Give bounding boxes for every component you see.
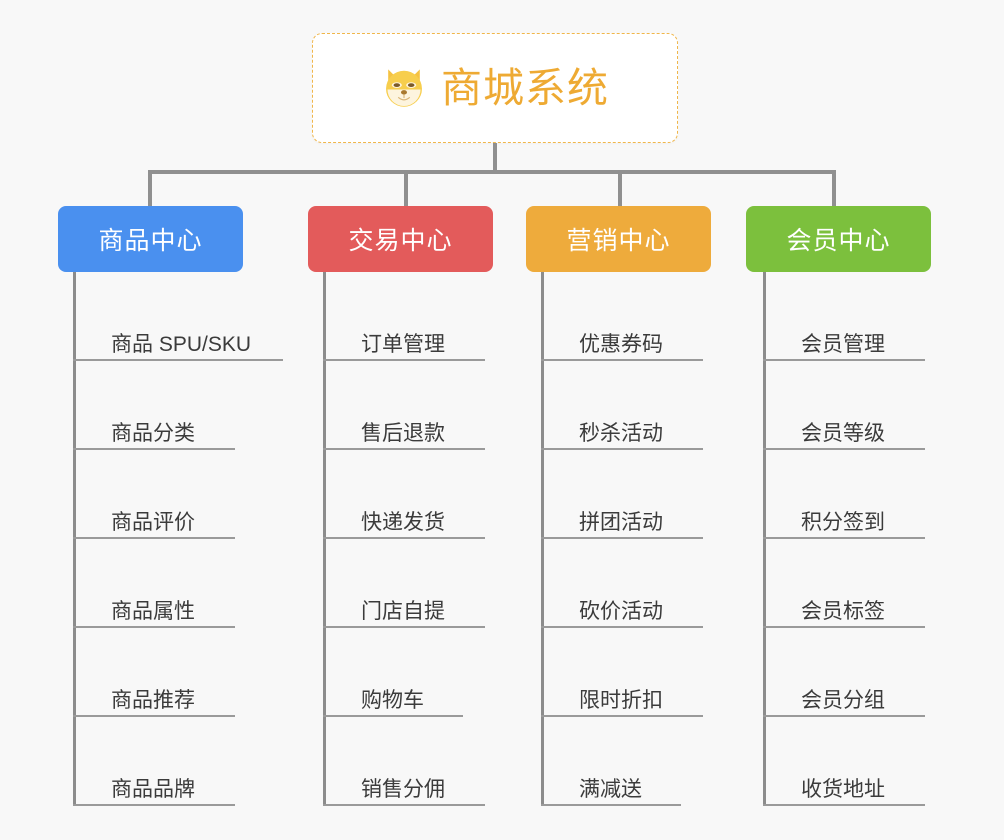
leaf-label: 限时折扣: [579, 688, 663, 712]
connector-root-stem: [493, 143, 497, 172]
leaf-item[interactable]: 售后退款: [323, 361, 485, 450]
category-box-3[interactable]: 营销中心: [526, 206, 711, 272]
leaf-underline: [541, 448, 703, 450]
leaf-label: 商品品牌: [111, 777, 195, 801]
category-box-4[interactable]: 会员中心: [746, 206, 931, 272]
leaf-underline: [541, 626, 703, 628]
leaf-underline: [763, 715, 925, 717]
branch-column-1: 商品 SPU/SKU 商品分类商品评价商品属性商品推荐商品品牌: [73, 272, 283, 806]
leaf-item[interactable]: 门店自提: [323, 539, 485, 628]
leaf-label: 商品属性: [111, 599, 195, 623]
leaf-item[interactable]: 快递发货: [323, 450, 485, 539]
leaf-item[interactable]: 限时折扣: [541, 628, 703, 717]
branch-rail: [323, 272, 326, 806]
leaf-label: 商品推荐: [111, 688, 195, 712]
shiba-dog-face-icon: [386, 69, 422, 107]
connector-horizontal-bus: [148, 170, 834, 174]
leaf-label: 商品 SPU/SKU: [111, 332, 252, 356]
leaf-label: 销售分佣: [361, 777, 445, 801]
leaf-label: 商品评价: [111, 510, 195, 534]
leaf-label: 售后退款: [361, 421, 445, 445]
leaf-item[interactable]: 商品品牌: [73, 717, 251, 806]
category-box-1[interactable]: 商品中心: [58, 206, 243, 272]
category-box-2[interactable]: 交易中心: [308, 206, 493, 272]
leaf-underline: [323, 804, 485, 806]
leaf-underline: [73, 804, 235, 806]
connector-drop-3: [618, 170, 622, 206]
leaf-label: 会员等级: [801, 421, 885, 445]
leaf-item[interactable]: 砍价活动: [541, 539, 703, 628]
leaf-item[interactable]: 商品评价: [73, 450, 251, 539]
leaf-item[interactable]: 商品 SPU/SKU: [73, 272, 283, 361]
leaf-label: 拼团活动: [579, 510, 663, 534]
leaf-label: 秒杀活动: [579, 421, 663, 445]
leaf-underline: [323, 537, 485, 539]
leaf-label: 满减送: [579, 777, 642, 801]
category-label: 营销中心: [566, 227, 671, 255]
leaf-label: 积分签到: [801, 510, 885, 534]
root-title: 商城系统: [441, 64, 609, 111]
leaf-underline: [73, 626, 235, 628]
connector-drop-1: [148, 170, 152, 206]
branch-column-2: 订单管理售后退款快递发货门店自提购物车销售分佣: [323, 272, 485, 806]
category-label: 交易中心: [348, 227, 453, 255]
leaf-underline: [73, 359, 283, 361]
leaf-label: 购物车: [361, 688, 424, 712]
leaf-underline: [541, 537, 703, 539]
leaf-item[interactable]: 商品属性: [73, 539, 251, 628]
branch-rail: [73, 272, 76, 806]
leaf-item[interactable]: 拼团活动: [541, 450, 703, 539]
branch-column-4: 会员管理会员等级积分签到会员标签会员分组收货地址: [763, 272, 925, 806]
leaf-underline: [763, 359, 925, 361]
leaf-underline: [323, 626, 485, 628]
leaf-underline: [763, 626, 925, 628]
leaf-label: 收货地址: [801, 777, 885, 801]
leaf-item[interactable]: 商品推荐: [73, 628, 251, 717]
leaf-item[interactable]: 满减送: [541, 717, 681, 806]
category-label: 商品中心: [98, 227, 203, 255]
leaf-underline: [323, 359, 485, 361]
leaf-underline: [73, 448, 235, 450]
branch-column-3: 优惠券码秒杀活动拼团活动砍价活动限时折扣满减送: [541, 272, 703, 806]
leaf-underline: [541, 804, 681, 806]
leaf-label: 门店自提: [361, 599, 445, 623]
leaf-label: 会员管理: [801, 332, 885, 356]
leaf-underline: [541, 359, 703, 361]
root-node[interactable]: 商城系统: [312, 33, 678, 143]
leaf-label: 砍价活动: [579, 599, 663, 623]
leaf-item[interactable]: 订单管理: [323, 272, 485, 361]
category-label: 会员中心: [786, 227, 891, 255]
leaf-underline: [73, 715, 235, 717]
leaf-label: 会员分组: [801, 688, 885, 712]
leaf-item[interactable]: 销售分佣: [323, 717, 485, 806]
leaf-item[interactable]: 优惠券码: [541, 272, 703, 361]
connector-drop-2: [404, 170, 408, 206]
leaf-item[interactable]: 会员分组: [763, 628, 925, 717]
leaf-underline: [323, 715, 463, 717]
leaf-underline: [763, 804, 925, 806]
leaf-underline: [763, 448, 925, 450]
connector-drop-4: [832, 170, 836, 206]
branch-rail: [541, 272, 544, 806]
leaf-label: 订单管理: [361, 332, 445, 356]
leaf-item[interactable]: 积分签到: [763, 450, 925, 539]
leaf-underline: [541, 715, 703, 717]
leaf-label: 优惠券码: [579, 332, 663, 356]
leaf-underline: [73, 537, 235, 539]
leaf-underline: [763, 537, 925, 539]
branch-rail: [763, 272, 766, 806]
leaf-label: 快递发货: [361, 510, 445, 534]
leaf-underline: [323, 448, 485, 450]
leaf-label: 会员标签: [801, 599, 885, 623]
leaf-item[interactable]: 会员管理: [763, 272, 925, 361]
leaf-label: 商品分类: [111, 421, 195, 445]
leaf-item[interactable]: 会员等级: [763, 361, 925, 450]
leaf-item[interactable]: 收货地址: [763, 717, 925, 806]
leaf-item[interactable]: 会员标签: [763, 539, 925, 628]
leaf-item[interactable]: 购物车: [323, 628, 463, 717]
leaf-item[interactable]: 秒杀活动: [541, 361, 703, 450]
leaf-item[interactable]: 商品分类: [73, 361, 251, 450]
